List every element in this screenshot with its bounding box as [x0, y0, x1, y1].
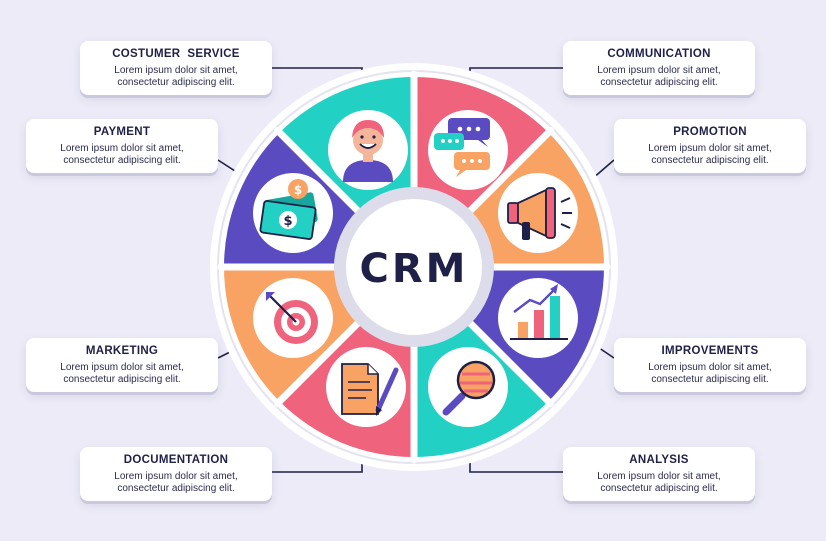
- card-customer-service: COSTUMER SERVICE Lorem ipsum dolor sit a…: [80, 41, 272, 95]
- card-documentation-title: DOCUMENTATION: [123, 454, 229, 466]
- card-marketing-line1: Lorem ipsum dolor sit amet,: [60, 362, 184, 373]
- svg-text:$: $: [294, 183, 302, 197]
- chat-bubbles-icon: [434, 118, 490, 177]
- card-promotion-title: PROMOTION: [673, 126, 747, 138]
- card-payment-line1: Lorem ipsum dolor sit amet,: [60, 143, 184, 154]
- card-promotion: PROMOTION Lorem ipsum dolor sit amet, co…: [614, 119, 806, 173]
- dollar-bills-icon: $ $: [259, 179, 318, 240]
- card-communication-line2: consectetur adipiscing elit.: [600, 77, 718, 88]
- card-promotion-line1: Lorem ipsum dolor sit amet,: [648, 143, 772, 154]
- magnifying-glass-icon: [442, 360, 496, 416]
- card-analysis-line2: consectetur adipiscing elit.: [600, 483, 718, 494]
- target-arrow-icon: [266, 292, 318, 344]
- center-hub: [346, 199, 482, 335]
- card-documentation-line1: Lorem ipsum dolor sit amet,: [114, 471, 238, 482]
- card-customer-service-line1: Lorem ipsum dolor sit amet,: [114, 65, 238, 76]
- card-customer-service-line2: consectetur adipiscing elit.: [117, 77, 235, 88]
- card-documentation: DOCUMENTATION Lorem ipsum dolor sit amet…: [80, 447, 272, 501]
- megaphone-icon: [507, 187, 572, 240]
- card-communication-title: COMMUNICATION: [607, 48, 711, 60]
- card-customer-service-title: COSTUMER SERVICE: [112, 48, 240, 60]
- card-payment: PAYMENT Lorem ipsum dolor sit amet, cons…: [26, 119, 218, 173]
- card-analysis-line1: Lorem ipsum dolor sit amet,: [597, 471, 721, 482]
- svg-text:$: $: [283, 214, 292, 229]
- card-improvements-line2: consectetur adipiscing elit.: [651, 374, 769, 385]
- card-payment-title: PAYMENT: [93, 126, 151, 138]
- crm-center-label: CRM: [360, 246, 469, 292]
- card-documentation-line2: consectetur adipiscing elit.: [117, 483, 235, 494]
- card-improvements-line1: Lorem ipsum dolor sit amet,: [648, 362, 772, 373]
- document-pen-icon: [341, 363, 399, 416]
- card-marketing: MARKETING Lorem ipsum dolor sit amet, co…: [26, 338, 218, 392]
- card-marketing-title: MARKETING: [85, 345, 159, 357]
- card-communication: COMMUNICATION Lorem ipsum dolor sit amet…: [563, 41, 755, 95]
- growth-bar-chart-icon: [510, 284, 568, 340]
- card-marketing-line2: consectetur adipiscing elit.: [63, 374, 181, 385]
- card-communication-line1: Lorem ipsum dolor sit amet,: [597, 65, 721, 76]
- card-analysis-title: ANALYSIS: [629, 454, 689, 466]
- customer-service-agent-icon: [343, 120, 393, 182]
- card-promotion-line2: consectetur adipiscing elit.: [651, 155, 769, 166]
- card-payment-line2: consectetur adipiscing elit.: [63, 155, 181, 166]
- card-improvements-title: IMPROVEMENTS: [661, 345, 759, 357]
- card-improvements: IMPROVEMENTS Lorem ipsum dolor sit amet,…: [614, 338, 806, 392]
- card-analysis: ANALYSIS Lorem ipsum dolor sit amet, con…: [563, 447, 755, 501]
